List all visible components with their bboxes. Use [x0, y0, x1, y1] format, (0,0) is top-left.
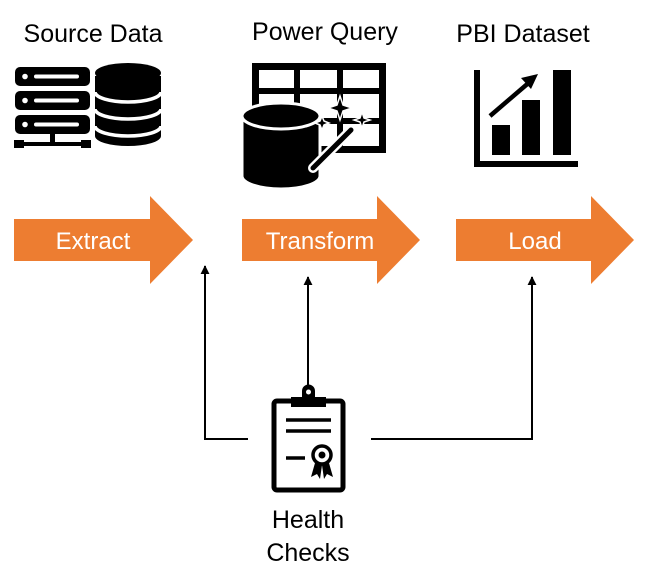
- bar-chart-trend-icon: [474, 70, 578, 167]
- extract-arrow-shape: [14, 196, 193, 284]
- server-database-icon: [14, 63, 163, 148]
- database-icon: [240, 101, 322, 191]
- clipboard-certificate-icon: [271, 384, 346, 493]
- load-arrow-shape: [456, 196, 634, 284]
- stage-title-source-data: Source Data: [24, 20, 163, 48]
- extract-step-arrow: Extract: [14, 196, 193, 284]
- health-checks-label-line2: Checks: [266, 539, 349, 567]
- stage-title-pbi-dataset: PBI Dataset: [456, 20, 589, 48]
- transform-step-arrow: Transform: [242, 196, 420, 284]
- load-step-label: Load: [508, 228, 561, 255]
- server-icon: [14, 67, 91, 148]
- load-step-arrow: Load: [456, 196, 634, 284]
- transform-step-label: Transform: [266, 228, 374, 255]
- database-icon: [93, 63, 163, 146]
- stage-title-power-query: Power Query: [252, 18, 398, 46]
- table-database-magic-wand-icon: [240, 63, 386, 191]
- extract-step-label: Extract: [56, 228, 131, 255]
- magic-wand-icon: [308, 93, 373, 173]
- connector-to-load: [371, 276, 537, 440]
- connector-to-extract: [200, 265, 248, 440]
- health-checks-label-line1: Health: [272, 506, 344, 534]
- transform-arrow-shape: [242, 196, 420, 284]
